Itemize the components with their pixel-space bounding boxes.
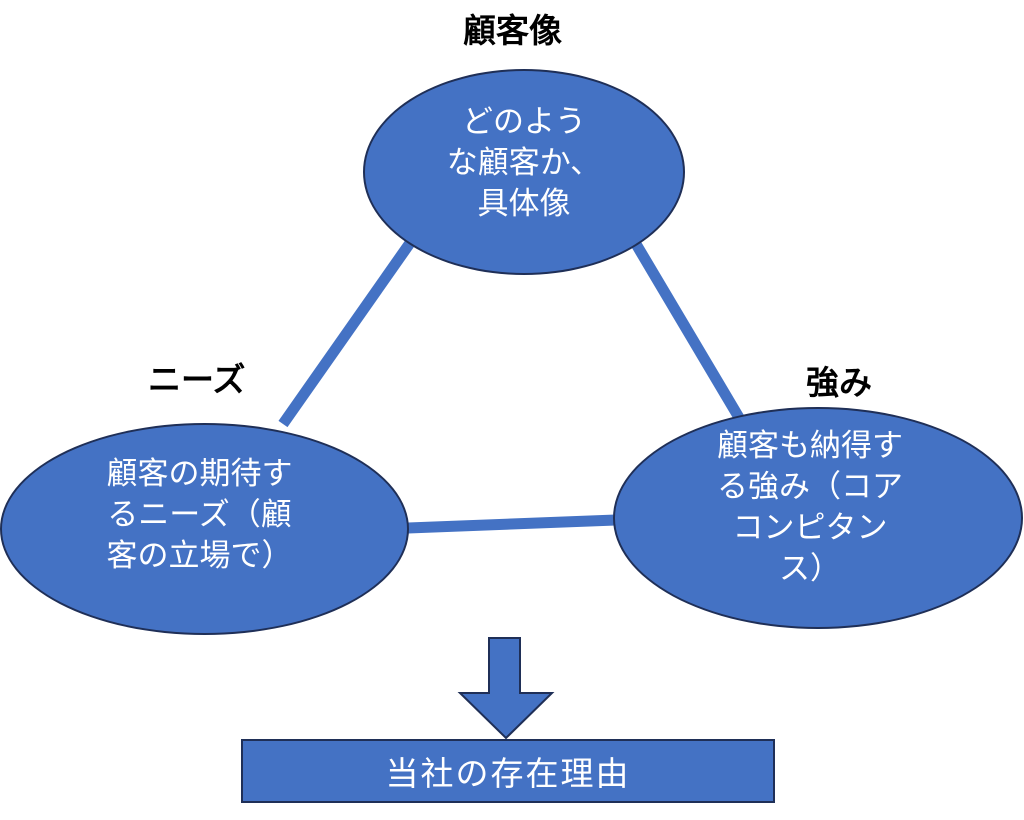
node-strengths-text: 顧客も納得す る強み（コア コンピタン ス） bbox=[717, 428, 903, 587]
node-strengths: 顧客も納得す る強み（コア コンピタン ス） bbox=[613, 407, 1023, 629]
node-customer-text: どのよう な顧客か、 具体像 bbox=[446, 103, 602, 222]
node-needs: 顧客の期待す るニーズ（顧 客の立場で） bbox=[0, 423, 409, 635]
result-label: 当社の存在理由 bbox=[385, 754, 631, 793]
node-needs-text: 顧客の期待す るニーズ（顧 客の立場で） bbox=[106, 455, 293, 574]
connector-needs-strengths bbox=[407, 514, 617, 534]
node-customer: どのよう な顧客か、 具体像 bbox=[363, 69, 685, 275]
connector-customer-strengths bbox=[631, 241, 749, 429]
result-box: 当社の存在理由 bbox=[241, 739, 775, 803]
connector-customer-needs bbox=[278, 239, 415, 428]
down-arrow bbox=[457, 637, 555, 740]
heading-needs: ニーズ bbox=[148, 360, 246, 399]
heading-customer: 顧客像 bbox=[463, 11, 562, 50]
heading-strengths: 強み bbox=[806, 363, 872, 402]
